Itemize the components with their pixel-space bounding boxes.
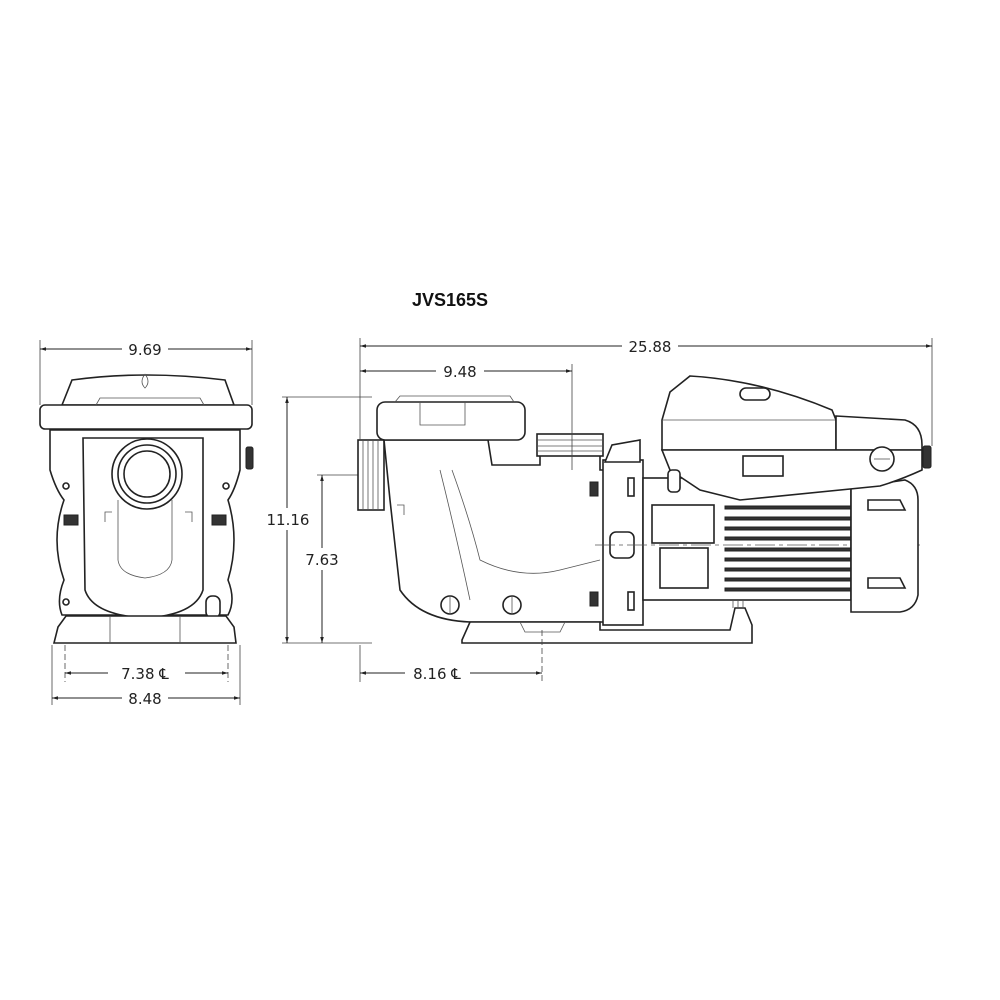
side-mount-label: 8.16 ℄ <box>413 665 461 683</box>
front-base-width-label: 8.48 <box>128 690 161 708</box>
overall-length-label: 25.88 <box>629 338 672 356</box>
inlet-height-label: 7.63 <box>305 551 338 569</box>
side-mount-centerline-dimension: 8.16 ℄ <box>359 630 543 683</box>
overall-height-label: 11.16 <box>267 511 310 529</box>
model-title: JVS165S <box>411 290 489 310</box>
front-view <box>39 373 254 644</box>
front-width-dimension: 9.69 <box>39 340 253 405</box>
front-width-label: 9.69 <box>128 341 161 359</box>
front-mount-centerline-dimension: 7.38 ℄ <box>64 645 229 683</box>
overall-height-dimension: 11.16 <box>267 396 372 644</box>
pot-length-label: 9.48 <box>443 363 476 381</box>
motor-cooling-fins <box>724 505 852 592</box>
front-mount-label: 7.38 ℄ <box>121 665 169 683</box>
pot-length-dimension: 9.48 <box>360 363 573 470</box>
overall-length-dimension: 25.88 <box>359 338 933 446</box>
inlet-height-dimension: 7.63 <box>305 474 372 643</box>
side-view <box>357 375 932 644</box>
front-base-width-dimension: 8.48 <box>51 645 241 708</box>
